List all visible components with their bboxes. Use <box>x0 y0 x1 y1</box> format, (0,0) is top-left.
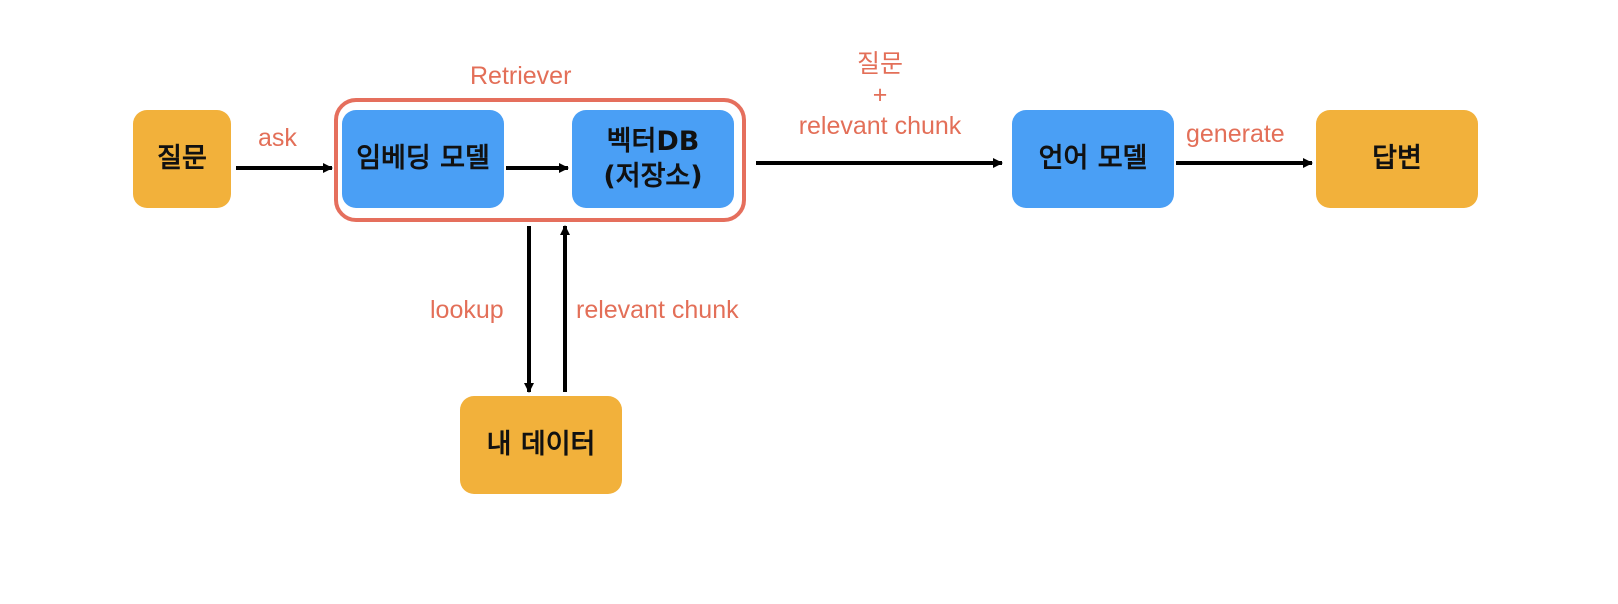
my-data-label: 내 데이터 <box>486 429 596 461</box>
my-data-node: 내 데이터 <box>460 396 622 494</box>
embedding-model-label: 임베딩 모델 <box>356 143 490 175</box>
to-language-model-edge-label: 질문 + relevant chunk <box>770 44 990 146</box>
retriever-label: Retriever <box>470 62 572 90</box>
to-lm-line-question: 질문 <box>856 50 903 78</box>
vector-db-node: 벡터DB (저장소) <box>572 110 734 208</box>
retriever-boundary <box>334 98 746 222</box>
generate-edge-label: generate <box>1186 120 1285 148</box>
to-lm-line-plus: + <box>872 81 888 109</box>
language-model-node: 언어 모델 <box>1012 110 1174 208</box>
answer-label: 답변 <box>1372 143 1422 175</box>
answer-node: 답변 <box>1316 110 1478 208</box>
lookup-edge-label: lookup <box>430 296 504 324</box>
question-label: 질문 <box>157 143 207 175</box>
language-model-label: 언어 모델 <box>1038 143 1148 175</box>
embedding-model-node: 임베딩 모델 <box>342 110 504 208</box>
ask-edge-label: ask <box>258 124 297 152</box>
vector-db-label-line2: (저장소) <box>603 161 703 192</box>
question-node: 질문 <box>133 110 231 208</box>
vector-db-label-line1: 벡터DB <box>606 125 700 157</box>
to-lm-line-chunk: relevant chunk <box>798 112 962 140</box>
relevant-chunk-edge-label: relevant chunk <box>576 296 739 324</box>
